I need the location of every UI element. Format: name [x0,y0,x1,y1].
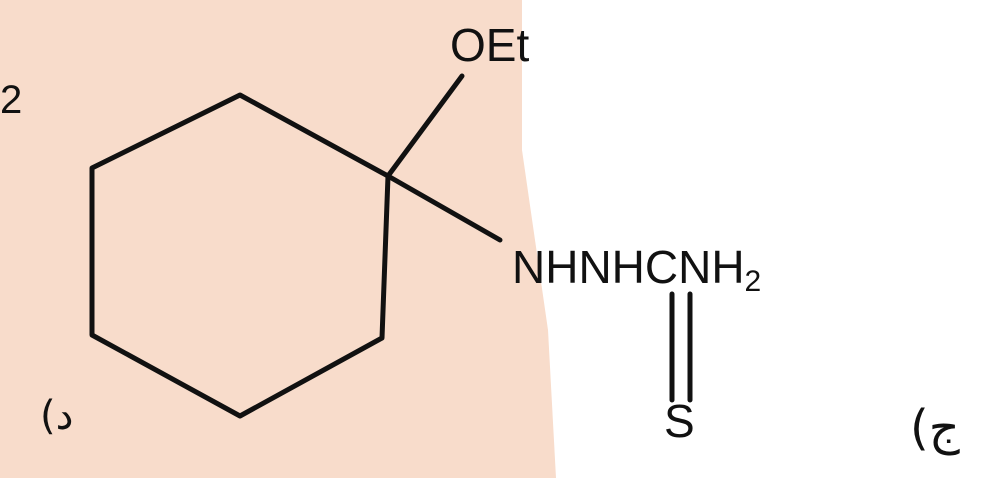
cyclohexane-ring [89,92,391,419]
chain-subscript: 2 [744,265,762,298]
ethoxy-label: OEt [450,19,530,71]
bond-ring-to-nh [385,173,503,243]
chain-main-text: NHNHCNH [512,241,745,293]
option-d-label: د) [40,393,74,439]
left-edge-fragment: 2 [0,78,23,122]
bond-ring-to-oet [385,73,465,179]
sulfur-label: S [664,395,695,447]
thiosemicarbazide-chain-label: NHNHCNH2 [512,244,761,297]
option-j-label: ج) [910,400,960,456]
